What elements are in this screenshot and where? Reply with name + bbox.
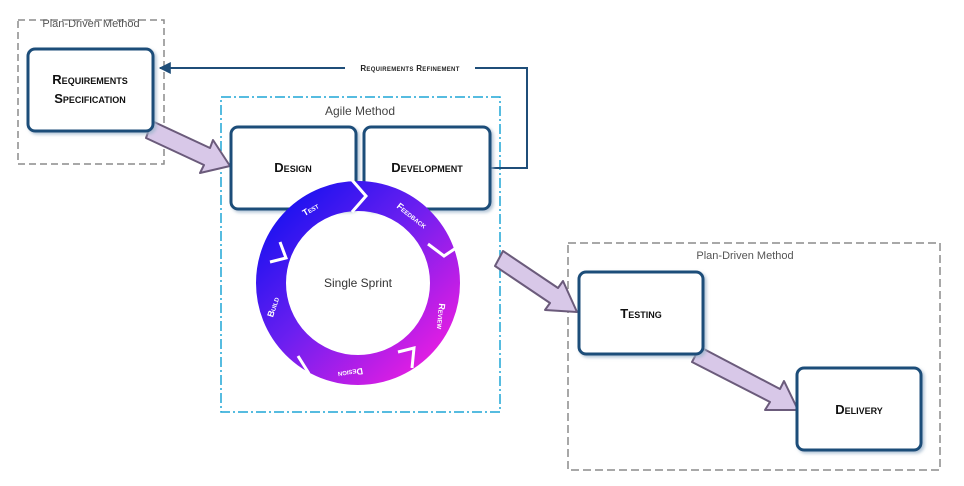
sprint-cycle: Single Sprint Feedback Review Design Bui… — [256, 179, 463, 385]
delivery-box — [795, 366, 923, 452]
agile-region: Agile Method — [220, 96, 501, 413]
sprint-chevron-right-upper — [427, 242, 463, 258]
requirements-specification-box — [26, 47, 155, 133]
plan-driven-region-top: Plan-Driven Method — [17, 18, 165, 165]
agile-label: Agile Method — [325, 104, 395, 118]
testing-box-label: Testing — [620, 306, 661, 321]
flow-arrow-dev-to-testing — [494, 250, 578, 313]
development-box-label: Development — [391, 160, 463, 175]
sprint-chevron-left-upper — [269, 241, 288, 264]
plan-driven-region-bottom: Plan-Driven Method — [567, 242, 941, 471]
flow-arrow-testing-to-delivery — [691, 346, 799, 411]
flow-arrow-req-to-design — [145, 120, 231, 174]
plan-driven-label-bottom: Plan-Driven Method — [696, 250, 793, 262]
testing-box — [577, 270, 705, 356]
sprint-phase-review: Review — [435, 303, 447, 330]
sprint-chevron-top — [350, 179, 368, 213]
design-box-label: Design — [274, 160, 311, 175]
sprint-ring — [256, 181, 460, 385]
requirements-refinement-label: Requirements Refinement — [360, 64, 459, 73]
sprint-center-label: Single Sprint — [324, 276, 393, 290]
sprint-chevron-right-lower — [397, 346, 416, 369]
requirements-line2: Specification — [54, 91, 126, 106]
sprint-phase-design: Design — [337, 366, 364, 380]
delivery-box-label: Delivery — [835, 402, 883, 417]
sprint-chevron-bottom-left — [291, 355, 311, 380]
requirements-line1: Requirements — [52, 72, 127, 87]
plan-driven-label-top: Plan-Driven Method — [42, 18, 139, 30]
requirements-refinement-feedback: Requirements Refinement — [158, 62, 528, 169]
